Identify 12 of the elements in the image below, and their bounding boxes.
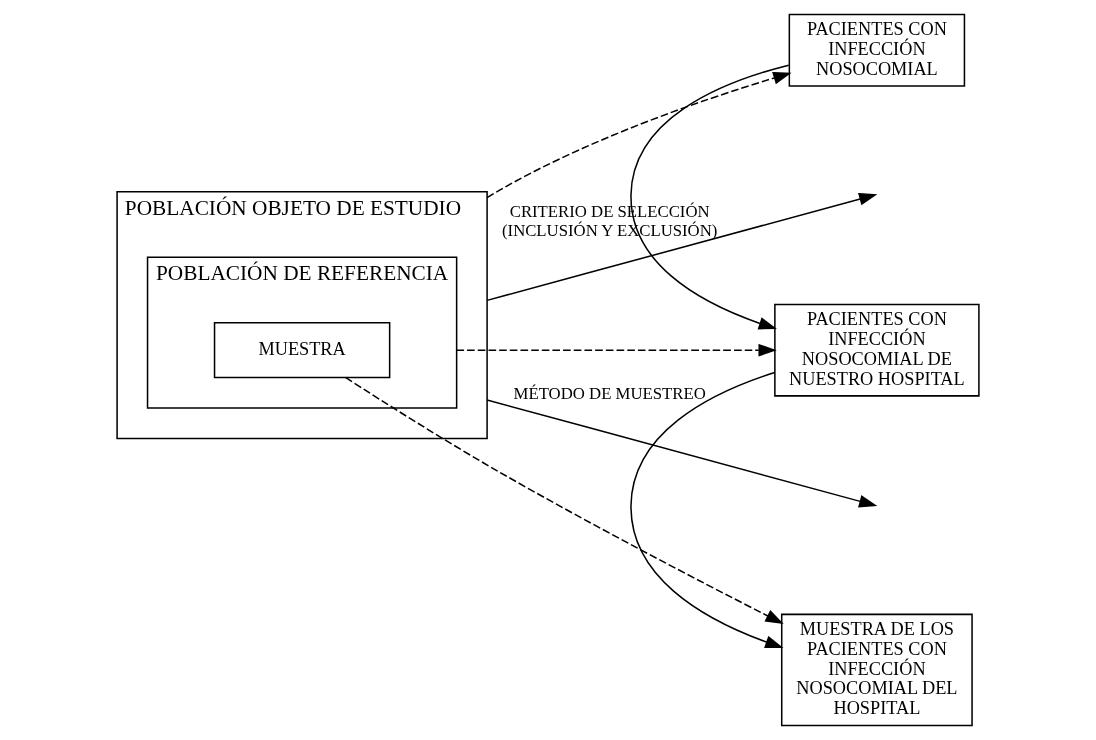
edge-label: MÉTODO DE MUESTREO: [513, 383, 706, 403]
arrow: [630, 371, 784, 649]
arrow: [345, 376, 784, 625]
arrow: [486, 399, 878, 508]
arrow: [486, 192, 878, 302]
node-box: PACIENTES CON INFECCIÓN NOSOCOMIAL DE NUESTRO HOSPITAL: [774, 303, 980, 397]
arrow: [455, 343, 777, 357]
node-box: MUESTRA DE LOS PACIENTES CON INFECCIÓN NOSOCOMIAL DEL HOSPITAL: [780, 613, 973, 727]
arrow: [486, 71, 792, 199]
node-box: MUESTRA: [213, 322, 391, 379]
node-box: PACIENTES CON INFECCIÓN NOSOCOMIAL: [788, 13, 966, 87]
arrow: [630, 64, 790, 330]
